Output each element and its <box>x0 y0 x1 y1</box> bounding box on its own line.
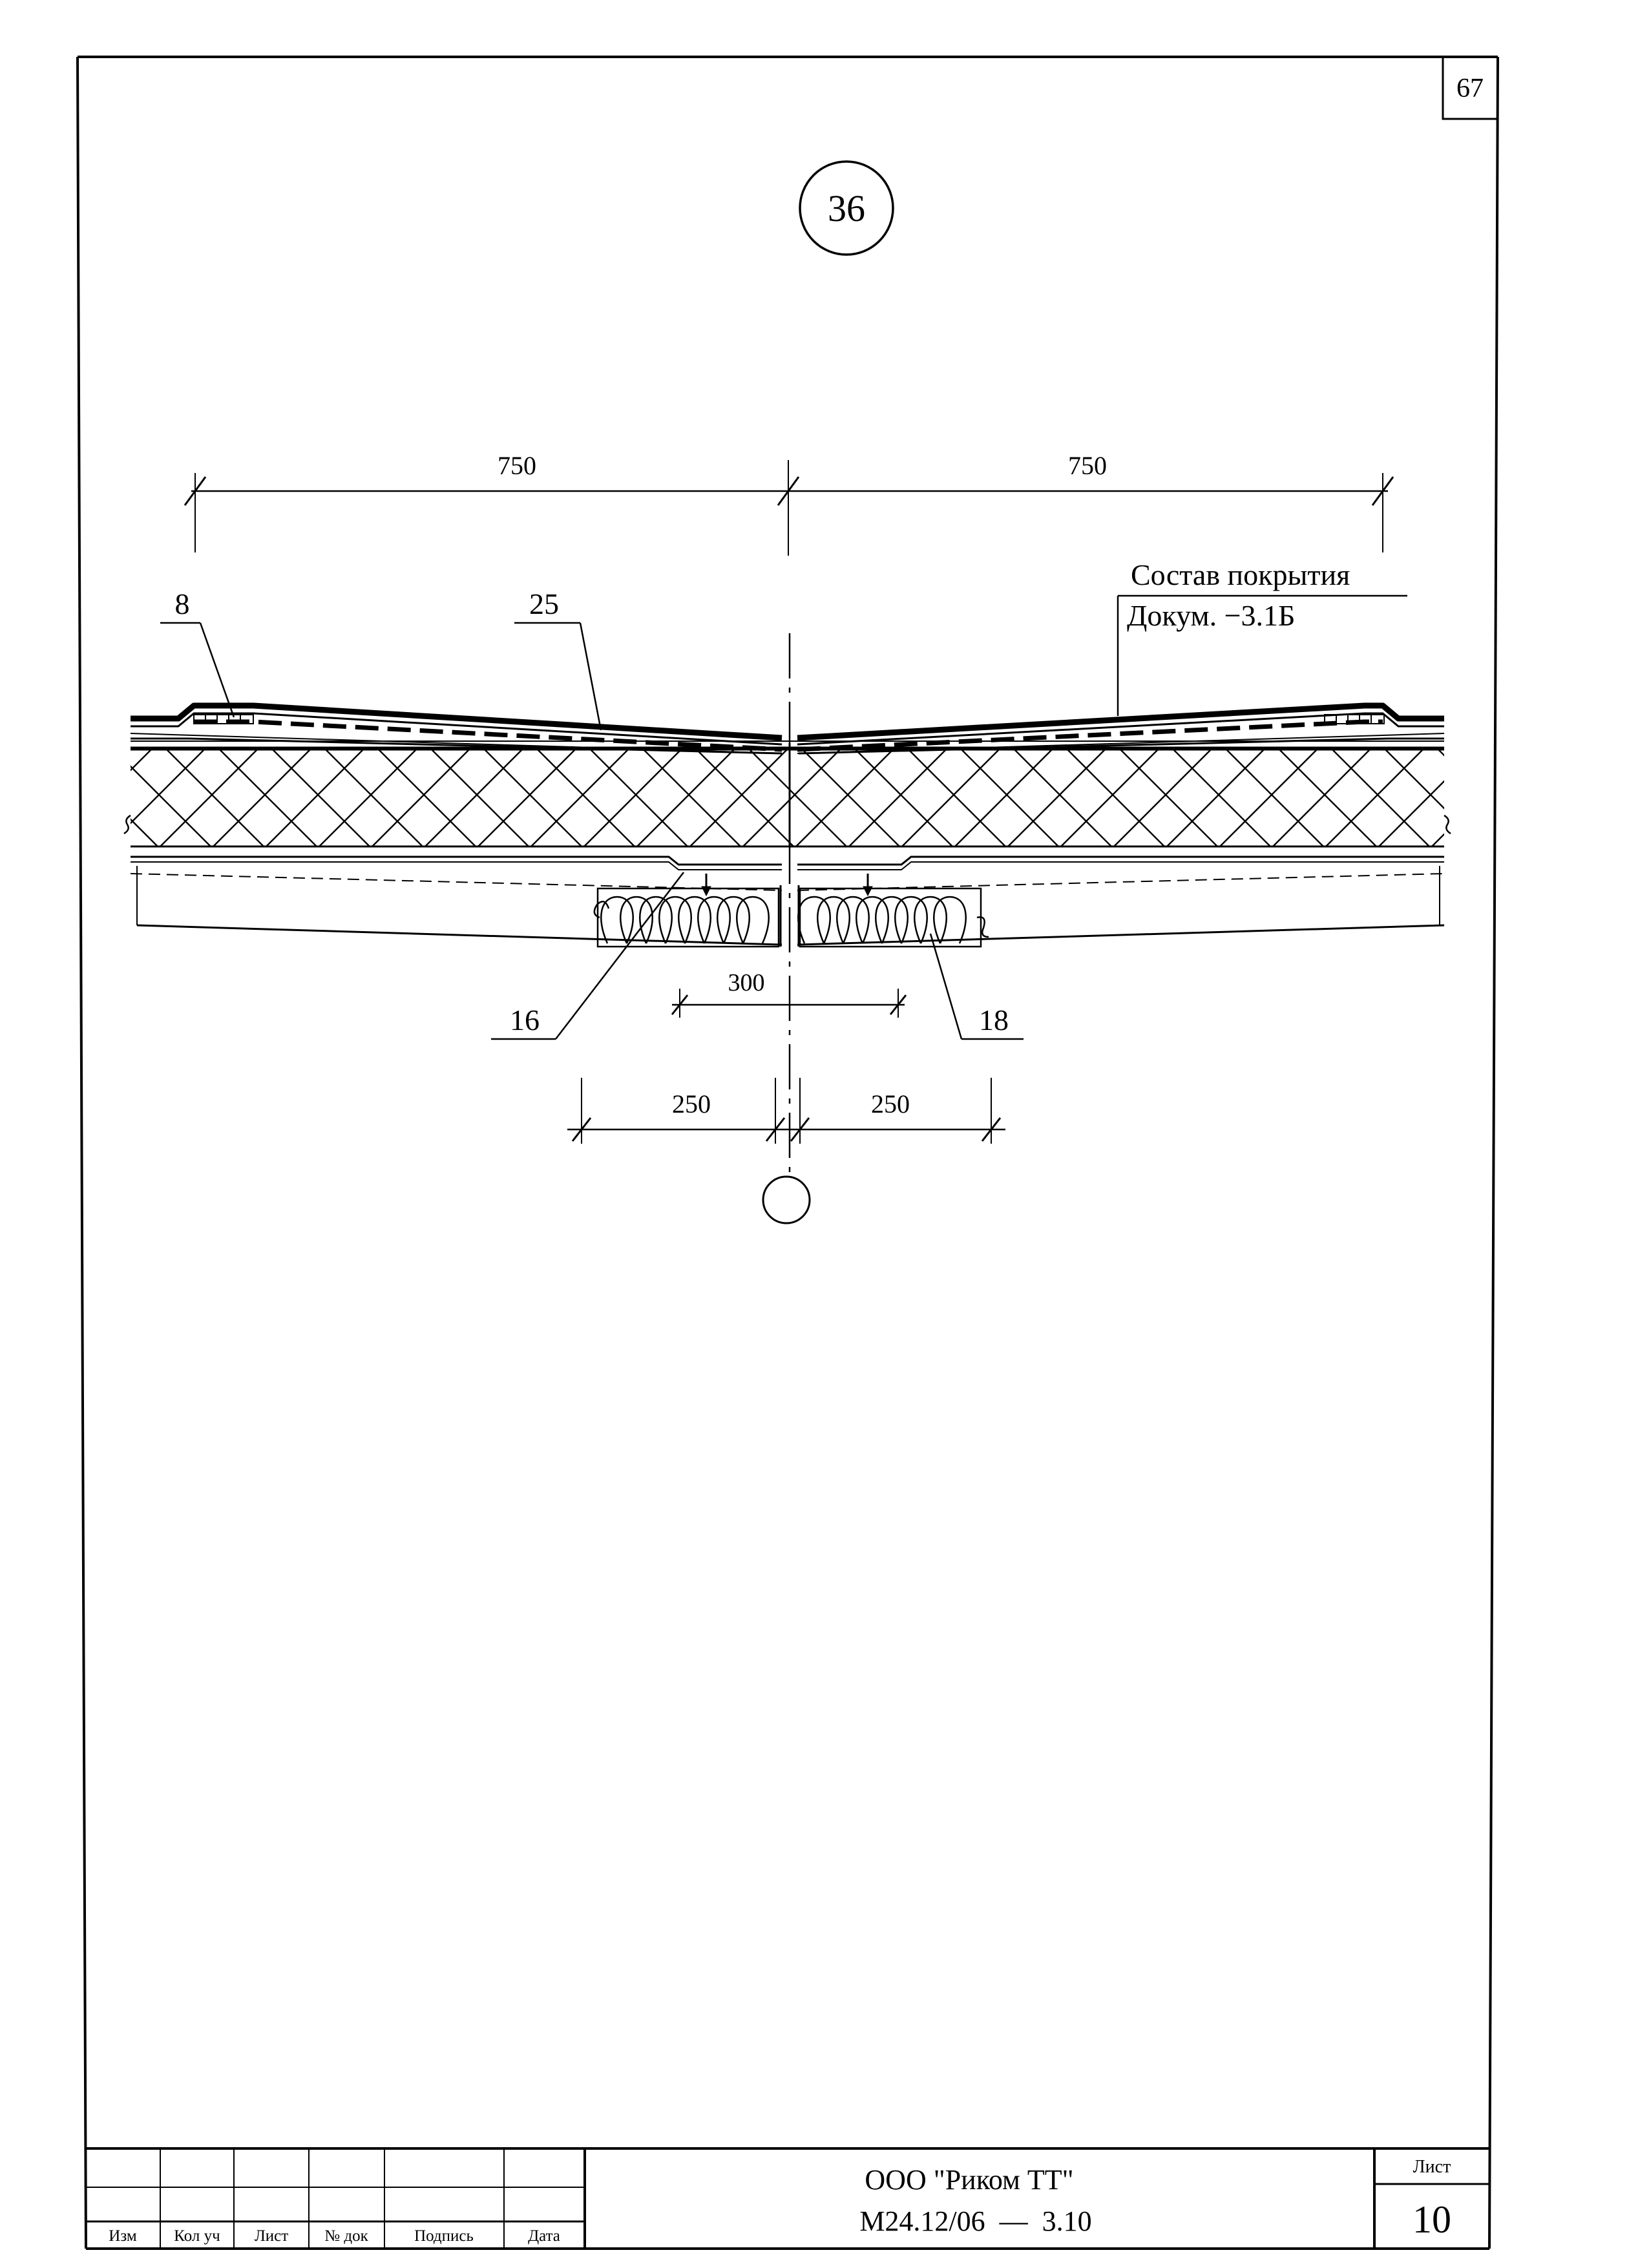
dimension-bottom-left: 250 <box>672 1089 711 1118</box>
header-date: Дата <box>528 2227 560 2245</box>
detail-marker: 36 <box>799 160 894 256</box>
mineral-wool <box>593 887 989 948</box>
page-number-box: 67 <box>1442 57 1498 120</box>
header-list: Лист <box>255 2227 288 2245</box>
header-signature: Подпись <box>414 2227 474 2245</box>
membrane-left <box>130 702 782 754</box>
insulation-layer <box>123 748 1451 848</box>
header-izm: Изм <box>109 2227 137 2245</box>
edge-blocks <box>193 714 1385 724</box>
callout-18-label: 18 <box>979 1003 1009 1036</box>
dimension-mid-label: 300 <box>728 969 765 996</box>
callout-8-label: 8 <box>175 587 190 620</box>
dimension-bottom <box>567 1078 1005 1144</box>
callout-25 <box>514 622 602 731</box>
axis-bubble <box>762 1175 811 1224</box>
callout-composition <box>1117 594 1407 716</box>
sheet-frame <box>76 56 1499 2250</box>
screed-layers <box>131 737 1444 757</box>
callout-16 <box>491 872 684 1040</box>
company-name: ООО "Риком ТТ" <box>865 2164 1073 2196</box>
callout-8 <box>160 622 235 718</box>
composition-line2: Докум. −3.1Б <box>1127 599 1295 632</box>
header-kol-uch: Кол уч <box>174 2227 220 2245</box>
dimension-top <box>184 460 1394 556</box>
composition-line1: Состав покрытия <box>1131 558 1350 591</box>
detail-marker-number: 36 <box>828 187 865 229</box>
callout-25-label: 25 <box>529 587 559 620</box>
callout-16-label: 16 <box>510 1003 540 1036</box>
sheet-label: Лист <box>1413 2157 1451 2177</box>
header-doc-number: № док <box>324 2227 368 2245</box>
membrane-right <box>797 702 1445 754</box>
sheet-number: 10 <box>1413 2198 1451 2241</box>
roof-section <box>123 633 1451 1182</box>
deck-slab <box>130 856 1445 947</box>
callout-18 <box>929 933 1024 1040</box>
dimension-mid <box>671 989 907 1018</box>
document-code: М24.12/06 — 3.10 <box>859 2205 1091 2237</box>
page-number: 67 <box>1456 74 1484 103</box>
dimension-top-right: 750 <box>1068 451 1107 480</box>
dimension-bottom-right: 250 <box>871 1089 910 1118</box>
dimension-top-left: 750 <box>498 451 536 480</box>
title-block <box>86 2147 1489 2249</box>
